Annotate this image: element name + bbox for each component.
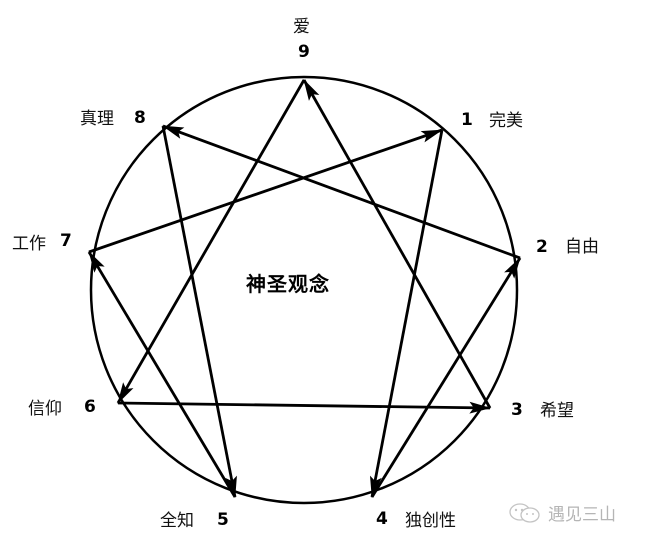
point-label-9: 爱	[293, 17, 310, 37]
point-label-3: 希望	[540, 401, 574, 421]
point-label-5: 全知	[160, 511, 194, 531]
point-label-7: 工作	[12, 234, 46, 254]
point-number-4: 4	[376, 509, 388, 529]
point-label-6: 信仰	[28, 399, 62, 419]
point-label-4: 独创性	[405, 511, 456, 531]
wechat-icon	[509, 502, 540, 523]
point-number-1: 1	[461, 110, 473, 130]
point-number-6: 6	[84, 397, 96, 417]
arrow-7-to-1	[88, 128, 444, 254]
arrow-6-to-3	[117, 401, 492, 414]
point-label-2: 自由	[565, 237, 599, 257]
watermark: 遇见三山	[508, 500, 616, 525]
arrow-2-to-8	[161, 124, 521, 260]
point-number-9: 9	[298, 42, 310, 62]
point-label-8: 真理	[80, 109, 114, 129]
point-number-5: 5	[217, 510, 229, 530]
arrow-9-to-6	[116, 79, 306, 404]
point-number-3: 3	[511, 400, 523, 420]
point-number-7: 7	[60, 231, 72, 251]
outer-circle	[89, 75, 519, 505]
center-title: 神圣观念	[246, 272, 330, 296]
arrow-1-to-4	[370, 129, 444, 499]
point-label-1: 完美	[489, 111, 523, 131]
arrow-5-to-7	[87, 251, 237, 498]
watermark-text: 遇见三山	[548, 505, 616, 525]
arrow-4-to-2	[370, 257, 522, 498]
point-number-8: 8	[134, 108, 146, 128]
arrow-3-to-9	[302, 79, 492, 409]
point-number-2: 2	[536, 237, 548, 257]
arrow-8-to-5	[161, 125, 237, 499]
